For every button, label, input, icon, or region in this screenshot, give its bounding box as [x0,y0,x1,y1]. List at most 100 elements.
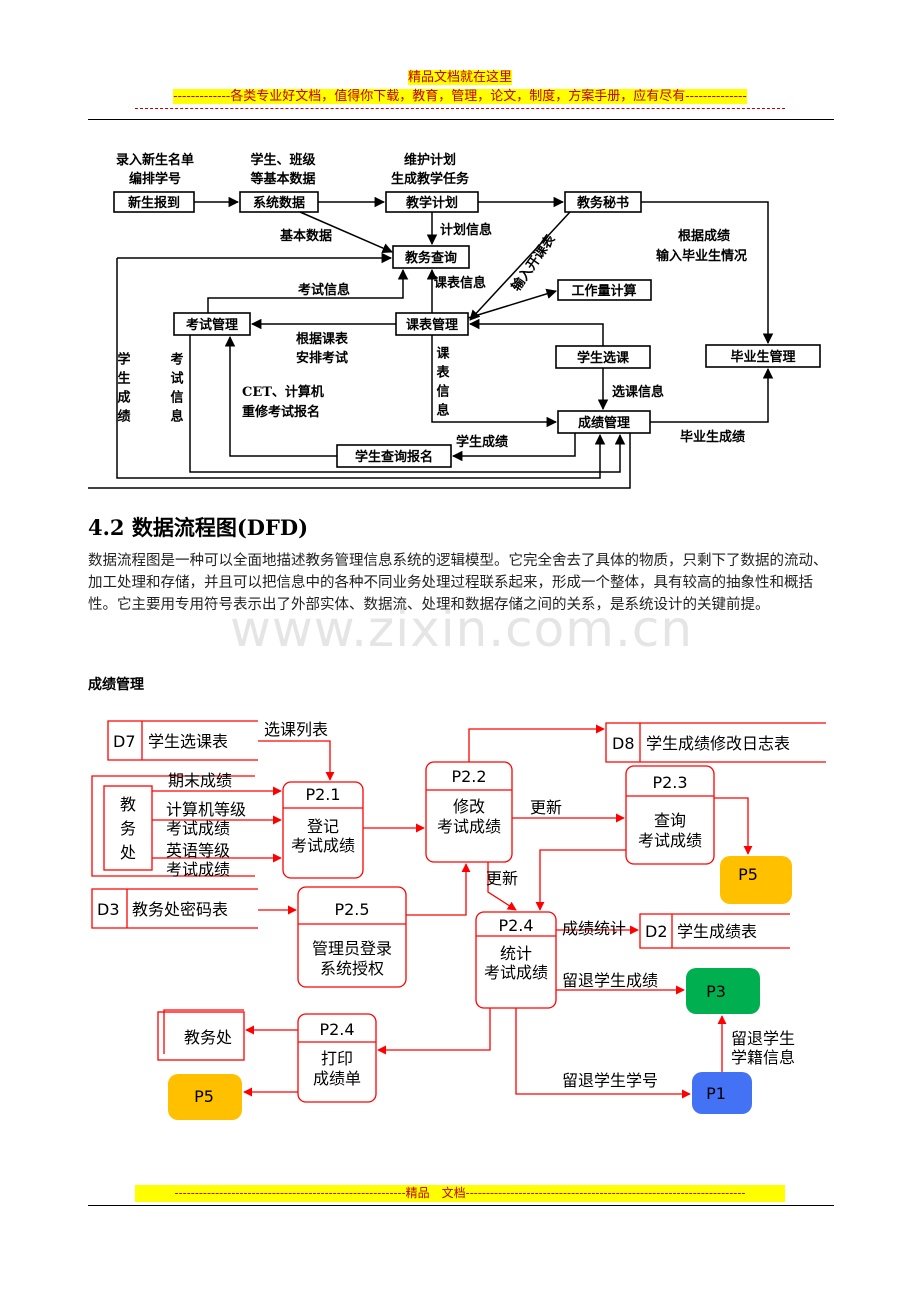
terminal-p3 [686,968,760,1014]
p24-line-b: 考试成绩 [484,963,548,982]
label-grad-b: 输入毕业生情况 [656,248,747,264]
entity-jwc-c: 处 [120,843,136,862]
label-schedule-info: 课表信息 [434,275,486,291]
flow-select-list: 选课列表 [264,720,328,739]
label-l2b: 等基本数据 [249,171,315,187]
header-rule [88,119,834,120]
label-l1b: 编排学号 [129,171,181,187]
store-d8-name: 学生成绩修改日志表 [646,734,790,753]
header-dashed-line [135,108,785,109]
external-entities [91,775,255,1061]
box-schedule-mgmt-label: 课表管理 [406,317,458,333]
terminal-p5-bottom-label: P5 [194,1087,214,1106]
box-graduate-mgmt [705,344,821,368]
flow-update-1: 更新 [530,798,562,817]
p24b-line-b: 成绩单 [313,1069,361,1088]
flow-retain-grade: 留退学生成绩 [562,971,658,990]
doc-footer: ----------------------------------------… [135,1185,785,1202]
flow-computer-a: 计算机等级 [166,800,246,819]
p24b-line-a: 打印 [321,1049,353,1068]
box-exam-mgmt [173,312,251,336]
terminal-p5-top [720,856,792,904]
terminal-p1-label: P1 [706,1084,726,1103]
box-workload [557,279,652,301]
label-l3a: 维护计划 [404,152,456,168]
store-d7-name: 学生选课表 [148,732,228,751]
box-graduate-mgmt-label: 毕业生管理 [730,349,795,365]
label-arrange-a: 根据课表 [296,331,349,347]
box-student-query-label: 学生查询报名 [355,449,433,465]
label-arrange-b: 安排考试 [296,350,348,366]
flow-retain-id: 留退学生学号 [562,1071,658,1090]
flow-english-a: 英语等级 [166,841,230,860]
flow-grade-stats: 成绩统计 [562,919,626,938]
box-workload-label: 工作量计算 [571,283,636,299]
business-flow-diagram: 新生报到 系统数据 教学计划 教务秘书 教务查询 工作量计算 考试管理 课表管理… [88,152,821,489]
p24-id: P2.4 [498,916,533,935]
label-exam-info: 考试信息 [298,282,350,298]
label-select-info: 选课信息 [612,384,664,400]
label-stu-grade: 学生成绩 [456,434,508,450]
p23-id: P2.3 [652,773,687,792]
p22-id: P2.2 [451,767,486,786]
label-l1a: 录入新生名单 [116,152,194,168]
p21-line-a: 登记 [307,817,339,836]
flow-english-b: 考试成绩 [166,860,230,879]
terminal-p5-bottom [168,1074,242,1120]
box-query [392,245,470,269]
label-schedule-info-vertical: 课表信息 [434,346,451,422]
label-basic-data: 基本数据 [279,228,332,244]
doc-header-title: 精品文档就在这里 [407,70,512,85]
store-d8-id: D8 [612,734,635,753]
store-d7-id: D7 [113,732,136,751]
flow-retain-info-a: 留退学生 [731,1029,795,1048]
label-cet-b: 重修考试报名 [242,404,320,420]
watermark: www.zixin.com.cn [230,600,694,658]
section-heading: 4.2 数据流程图(DFD) [88,515,309,540]
flow-final-grade: 期末成绩 [168,771,232,790]
p24b-id: P2.4 [319,1020,354,1039]
box-secretary-label: 教务秘书 [576,195,629,211]
p23-line-a: 查询 [654,811,686,830]
p25-line-a: 管理员登录 [312,939,392,958]
section-paragraph: 数据流程图是一种可以全面地描述教务管理信息系统的逻辑模型。它完全舍去了具体的物质… [88,553,828,613]
terminal-p5-top-label: P5 [738,865,758,884]
label-grad-a: 根据成绩 [678,228,730,244]
flow-computer-b: 考试成绩 [166,819,230,838]
box-teaching-plan-label: 教学计划 [405,195,458,211]
store-d2-id: D2 [645,922,668,941]
label-l3b: 生成教学任务 [391,171,470,187]
box-course-select-label: 学生选课 [577,350,630,366]
label-cet-a: CET、计算机 [242,384,324,400]
p22-line-b: 考试成绩 [437,817,501,836]
store-d3-id: D3 [97,900,120,919]
data-flows [152,724,753,1099]
box-grade-mgmt-label: 成绩管理 [578,415,630,431]
box-new-student-label: 新生报到 [128,195,180,211]
p21-id: P2.1 [305,785,340,804]
terminal-p1 [692,1072,752,1114]
entity-jwc2: 教务处 [184,1028,232,1047]
box-query-label: 教务查询 [404,250,457,266]
flow-update-2: 更新 [486,869,518,888]
doc-header-subtitle: -------------各类专业好文档，值得你下载，教育，管理，论文，制度，方… [173,89,747,104]
p21-line-b: 考试成绩 [291,836,355,855]
box-system-data-label: 系统数据 [253,195,305,211]
label-student-grade-vertical: 学生成绩 [115,351,131,428]
terminal-p3-label: P3 [706,982,726,1001]
label-grad-grade: 毕业生成绩 [680,429,745,445]
subheading-grade-mgmt: 成绩管理 [88,677,144,693]
terminals [168,856,792,1120]
p23-line-b: 考试成绩 [638,831,702,850]
flow-lines [88,196,774,489]
store-d3-name: 教务处密码表 [132,900,228,919]
flow-retain-info-b: 学籍信息 [731,1048,795,1067]
p25-line-b: 系统授权 [320,959,384,978]
entity-jwc-a: 教 [120,795,136,814]
label-plan-info: 计划信息 [440,222,492,238]
label-exam-info-vertical: 考试信息 [168,351,184,428]
data-stores [91,720,826,949]
label-l2a: 学生、班级 [250,152,316,168]
box-exam-mgmt-label: 考试管理 [186,317,238,333]
